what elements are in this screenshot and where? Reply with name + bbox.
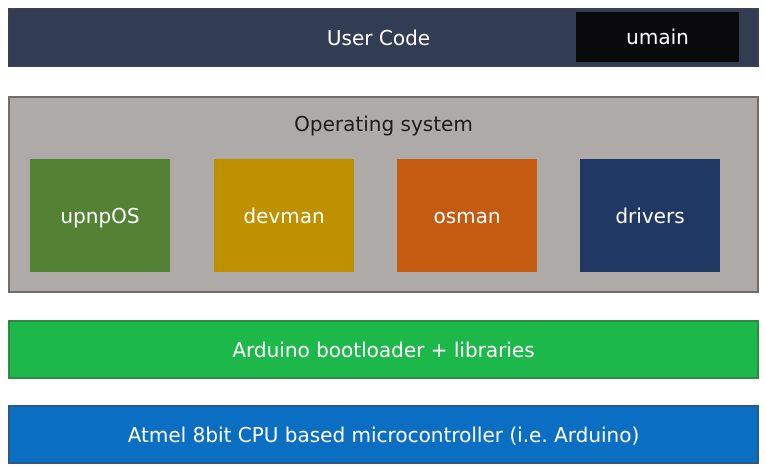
- module-osman: osman: [397, 159, 537, 272]
- operating-system-layer: Operating system upnpOS devman osman dri…: [8, 96, 759, 293]
- bootloader-layer: Arduino bootloader + libraries: [8, 320, 759, 379]
- module-upnpos: upnpOS: [30, 159, 170, 272]
- module-drivers: drivers: [580, 159, 720, 272]
- umain-block: umain: [576, 12, 739, 62]
- module-devman: devman: [214, 159, 354, 272]
- microcontroller-layer: Atmel 8bit CPU based microcontroller (i.…: [8, 405, 759, 464]
- operating-system-title: Operating system: [294, 112, 473, 136]
- user-code-label: User Code: [326, 25, 431, 50]
